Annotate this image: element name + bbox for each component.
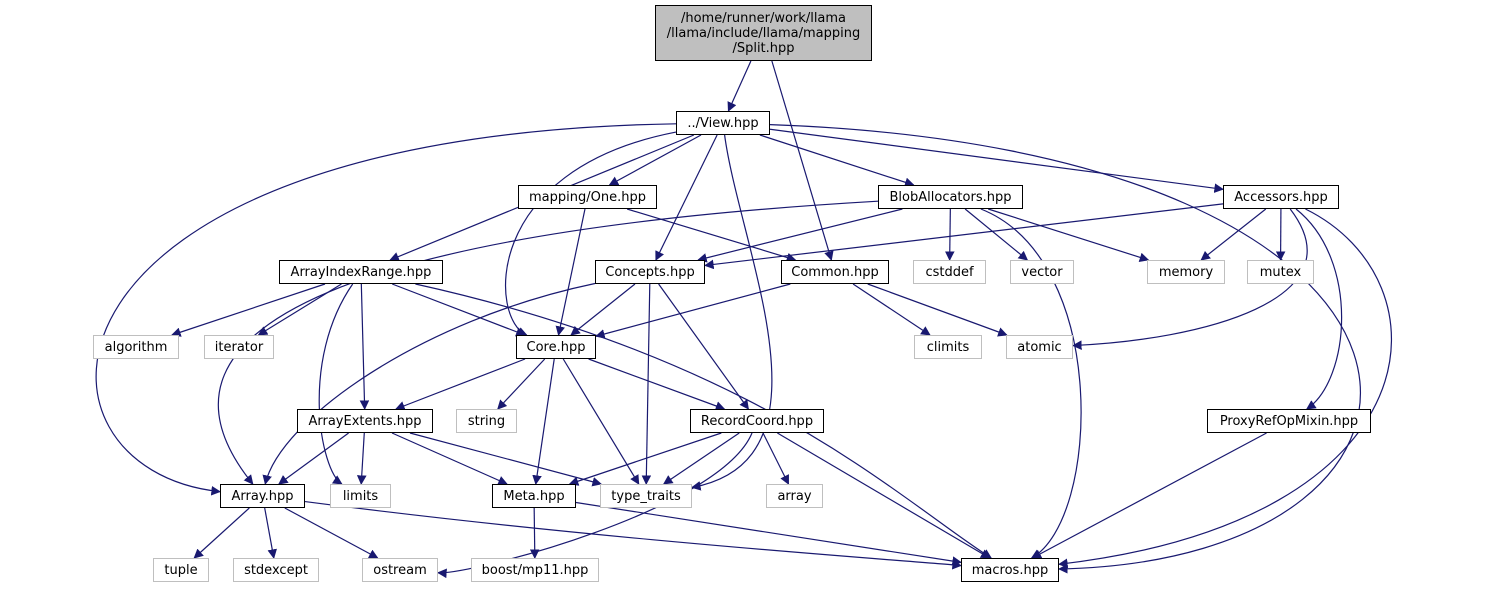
edge-view-to-core <box>505 131 677 337</box>
node-core-hpp[interactable]: Core.hpp <box>516 335 596 359</box>
edge-view-to-type-traits <box>691 134 773 491</box>
edge-array-index-range-to-iterator <box>257 283 342 336</box>
edge-accessors-to-macros <box>1058 208 1393 569</box>
edge-core-to-meta <box>532 358 555 485</box>
edge-core-to-record-coord <box>588 358 726 411</box>
edge-array-to-ostream <box>284 507 379 559</box>
edge-blob-allocators-to-concepts <box>697 208 903 263</box>
edge-proxy-ref-op-mixin-to-macros <box>1031 432 1267 559</box>
edge-common-to-atomic <box>867 283 1008 337</box>
edge-array-index-range-to-limits <box>318 283 354 485</box>
root-file-path-line-3: /Split.hpp <box>732 40 795 56</box>
edge-accessors-to-atomic <box>1072 208 1308 350</box>
node-std-array: array <box>766 484 823 508</box>
node-vector: vector <box>1010 260 1074 284</box>
edge-array-index-range-to-algorithm <box>171 283 326 337</box>
node-concepts-hpp[interactable]: Concepts.hpp <box>595 260 705 284</box>
edge-record-coord-to-std-array <box>762 432 790 485</box>
edge-record-coord-to-macros <box>777 432 991 559</box>
edge-array-extents-to-type-traits <box>409 432 602 487</box>
node-mutex: mutex <box>1247 260 1314 284</box>
node-atomic: atomic <box>1006 335 1073 359</box>
node-cstddef: cstddef <box>913 260 986 284</box>
node-array-extents-hpp[interactable]: ArrayExtents.hpp <box>297 409 433 433</box>
edge-split-to-common <box>771 60 834 261</box>
edge-meta-to-macros <box>575 501 962 566</box>
edge-blob-allocators-to-vector <box>964 208 1029 261</box>
edge-accessors-to-memory <box>1200 208 1267 261</box>
root-file-node[interactable]: /home/runner/work/llama /llama/include/l… <box>655 5 872 61</box>
node-record-coord-hpp[interactable]: RecordCoord.hpp <box>690 409 824 433</box>
edge-view-to-concepts <box>655 134 718 261</box>
edge-view-to-macros <box>769 124 1361 574</box>
edge-meta-to-boost-mp11 <box>529 507 540 559</box>
edge-accessors-to-concepts <box>704 203 1224 270</box>
node-limits: limits <box>330 484 391 508</box>
node-algorithm: algorithm <box>93 335 179 359</box>
node-meta-hpp[interactable]: Meta.hpp <box>492 484 576 508</box>
edge-split-to-view <box>727 60 752 112</box>
edge-view-to-accessors <box>769 128 1224 193</box>
edge-record-coord-to-meta <box>568 432 722 486</box>
node-string: string <box>456 409 517 433</box>
node-stdexcept: stdexcept <box>233 558 319 582</box>
edge-record-coord-to-ostream <box>437 432 753 579</box>
edge-core-to-string <box>497 358 546 410</box>
node-array-index-range-hpp[interactable]: ArrayIndexRange.hpp <box>279 260 443 284</box>
root-file-path-line-1: /home/runner/work/llama <box>680 10 847 26</box>
node-blob-allocators-hpp[interactable]: BlobAllocators.hpp <box>878 185 1023 209</box>
edge-mapping-one-to-common <box>626 208 797 263</box>
edge-mapping-one-to-core <box>555 208 586 336</box>
node-iterator: iterator <box>204 335 274 359</box>
node-accessors-hpp[interactable]: Accessors.hpp <box>1223 185 1339 209</box>
edge-array-extents-to-meta <box>391 432 508 485</box>
node-boost-mp11-hpp: boost/mp11.hpp <box>471 558 599 582</box>
edge-array-to-tuple <box>193 507 250 559</box>
edge-concepts-to-core <box>570 283 636 336</box>
node-array-hpp[interactable]: Array.hpp <box>220 484 305 508</box>
node-climits: climits <box>914 335 982 359</box>
edge-array-index-range-to-core <box>391 283 526 337</box>
edge-blob-allocators-to-macros <box>980 208 1082 559</box>
edge-concepts-to-array <box>262 282 596 485</box>
node-macros-hpp[interactable]: macros.hpp <box>961 558 1059 582</box>
edge-array-index-range-to-array-extents <box>359 283 370 410</box>
edge-array-extents-to-limits <box>356 432 367 485</box>
edge-blob-allocators-to-memory <box>987 208 1150 262</box>
edge-concepts-to-record-coord <box>658 283 749 410</box>
edge-core-to-type-traits <box>562 358 640 485</box>
edge-blob-allocators-to-cstddef <box>944 208 955 261</box>
edge-array-to-stdexcept <box>264 507 277 559</box>
edge-concepts-to-type-traits <box>641 283 652 485</box>
edge-array-to-macros <box>304 500 962 570</box>
edge-common-to-core <box>595 283 791 339</box>
node-common-hpp[interactable]: Common.hpp <box>781 260 889 284</box>
edge-accessors-to-proxy-ref-op-mixin <box>1295 208 1343 410</box>
node-view-hpp[interactable]: ../View.hpp <box>676 111 770 135</box>
edge-array-extents-to-array <box>278 432 349 485</box>
node-mapping-one-hpp[interactable]: mapping/One.hpp <box>518 185 657 209</box>
edge-view-to-blob-allocators <box>759 134 915 187</box>
node-proxy-ref-op-mixin-hpp[interactable]: ProxyRefOpMixin.hpp <box>1207 409 1371 433</box>
edge-view-to-mapping-one <box>608 134 702 186</box>
node-ostream: ostream <box>362 558 438 582</box>
edge-common-to-climits <box>852 283 931 336</box>
root-file-path-line-2: /llama/include/llama/mapping <box>666 25 861 41</box>
edge-view-to-array <box>95 123 677 496</box>
edge-core-to-array-extents <box>395 358 526 411</box>
node-type-traits: type_traits <box>600 484 692 508</box>
edge-record-coord-to-type-traits <box>662 432 740 485</box>
node-tuple: tuple <box>153 558 209 582</box>
node-memory: memory <box>1147 260 1225 284</box>
